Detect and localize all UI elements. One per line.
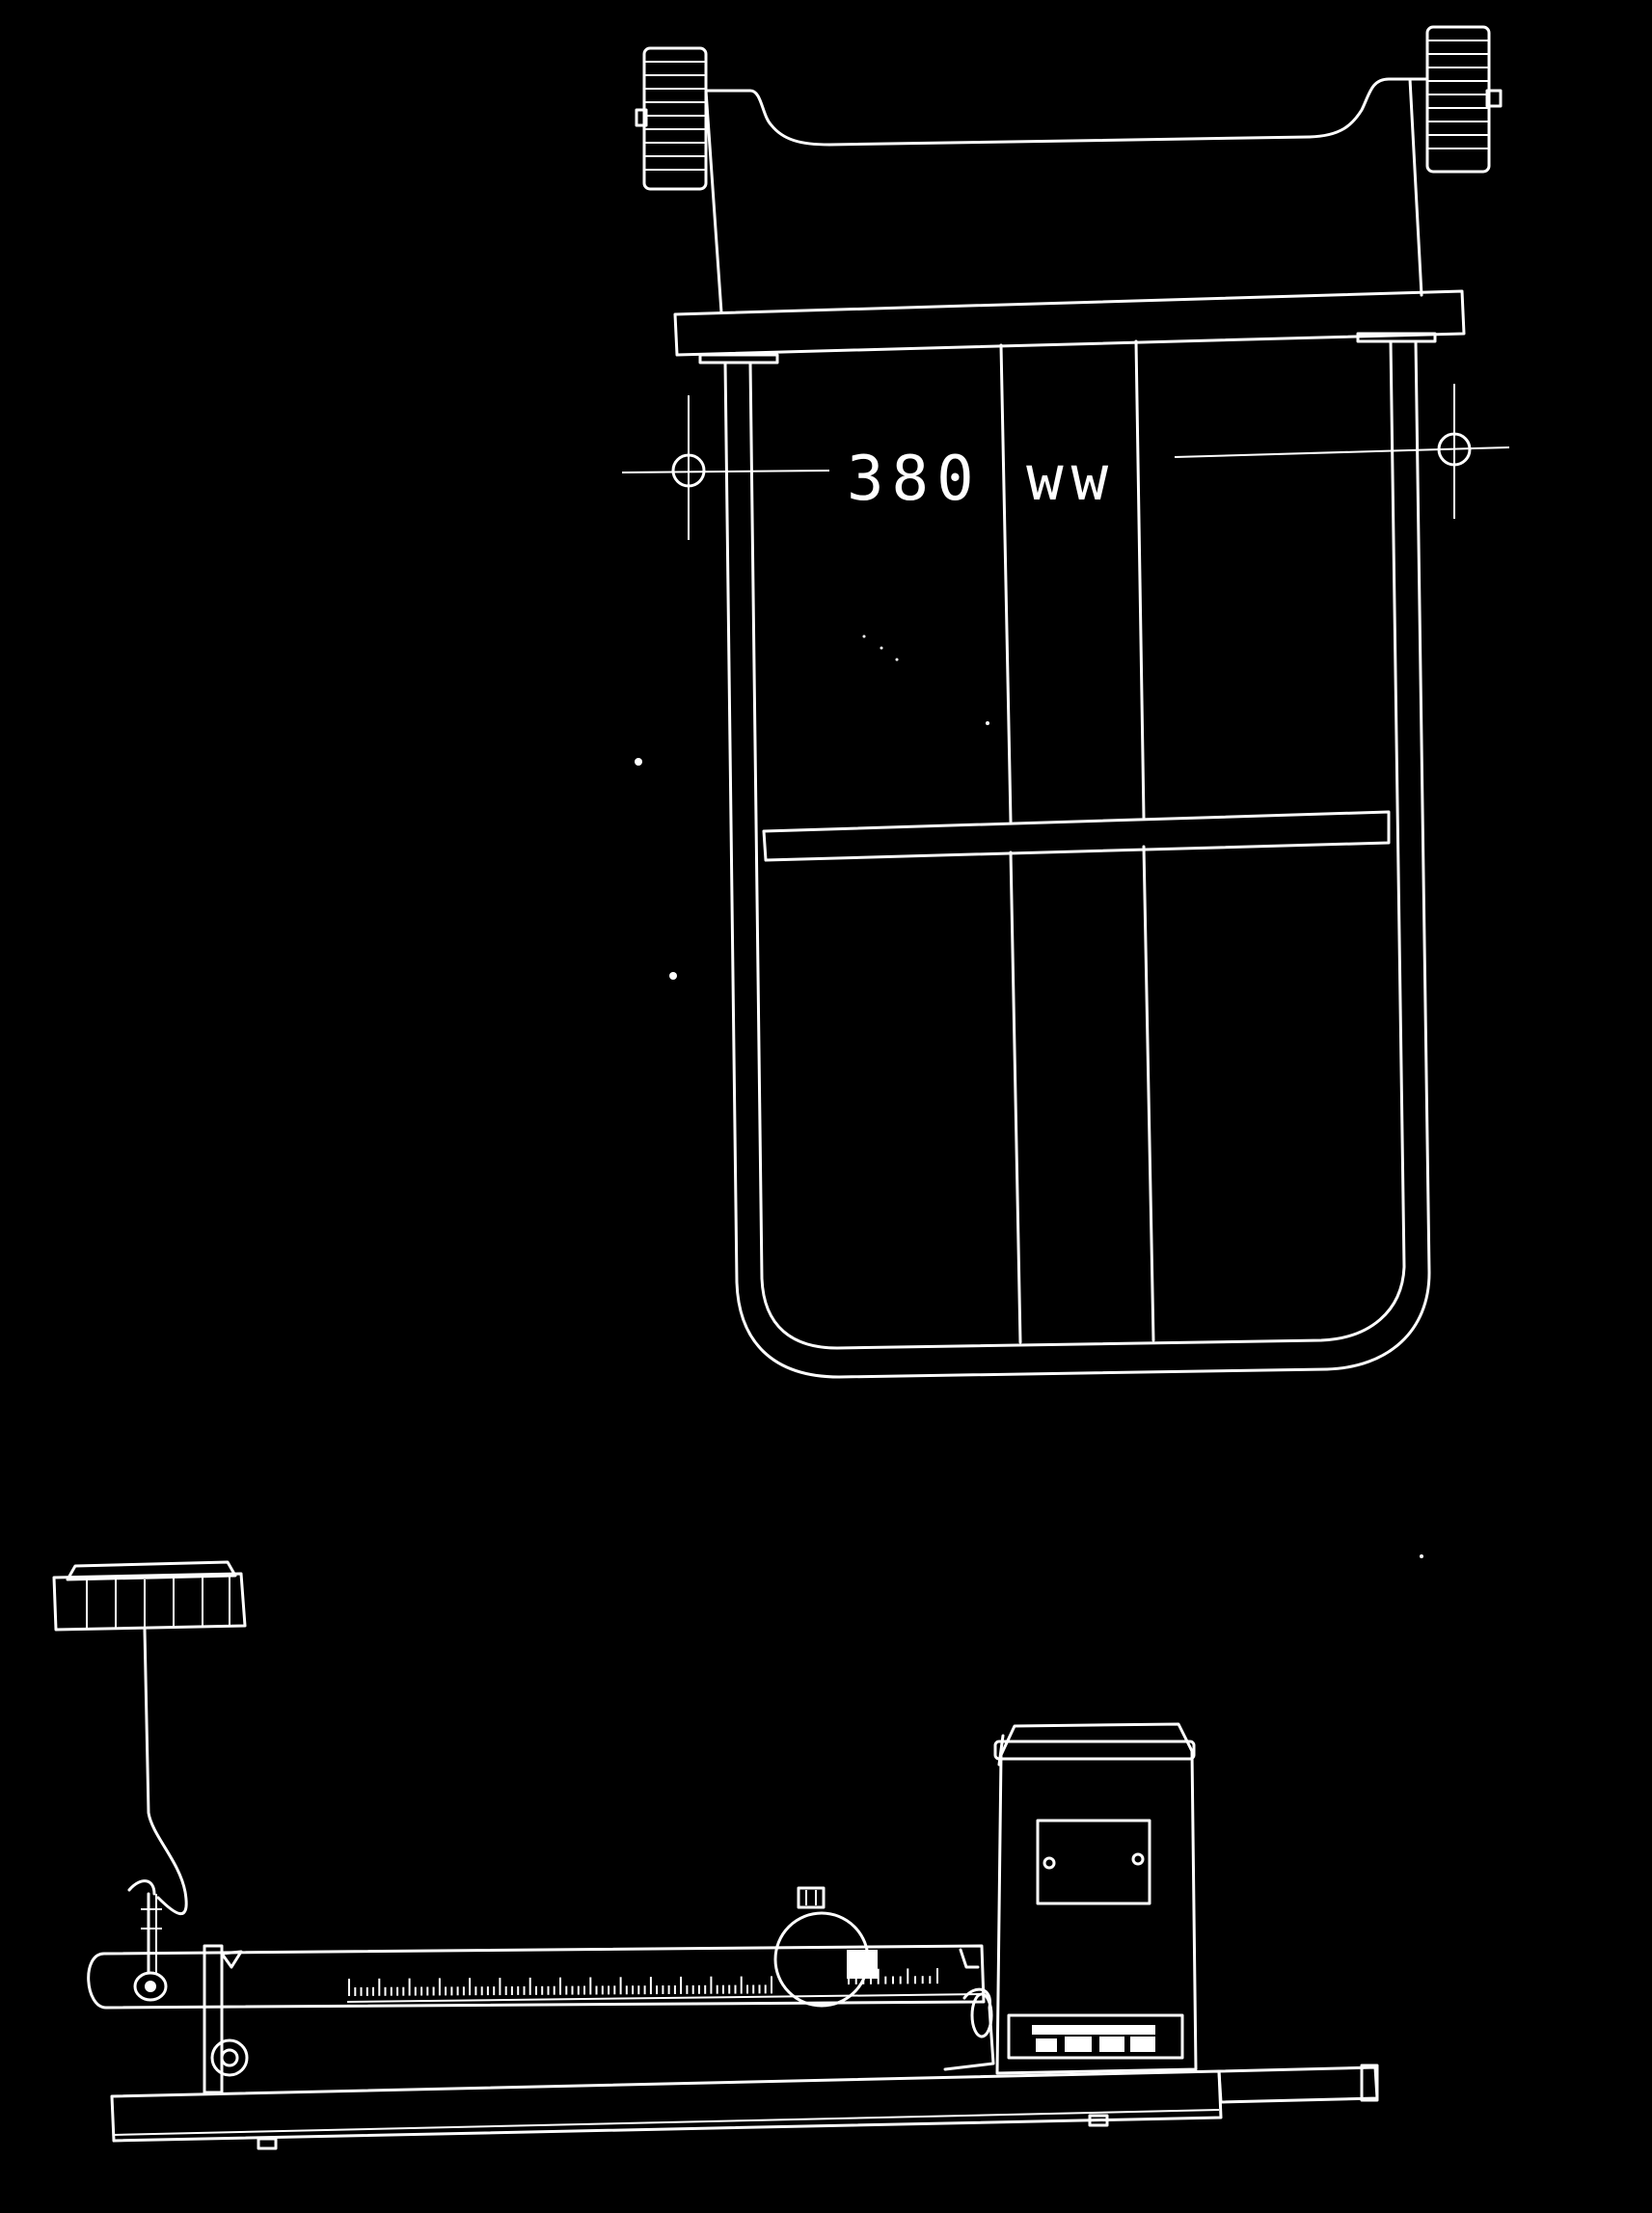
column-housing xyxy=(993,1722,1198,2075)
beam-scale-ticks xyxy=(348,1968,938,1996)
weighing-beam xyxy=(87,1944,986,2010)
sliding-poise xyxy=(773,1886,878,2008)
handle-frame xyxy=(704,77,1429,314)
scan-specks xyxy=(635,634,1423,1558)
top-right-knob xyxy=(1425,25,1503,174)
top-platform xyxy=(673,289,1466,364)
hanging-counterweight xyxy=(52,1560,247,2002)
u-frame xyxy=(723,339,1431,1379)
measuring-column-upper xyxy=(999,339,1155,1344)
beam-stop xyxy=(203,1944,249,2094)
base-plate xyxy=(110,2064,1379,2150)
brand-plate xyxy=(1007,2013,1184,2060)
top-left-knob xyxy=(635,46,708,191)
pivot-bracket xyxy=(943,1987,995,2071)
width-dimension: 380 ww xyxy=(621,384,1510,540)
dimension-label: 380 ww xyxy=(847,444,1116,515)
